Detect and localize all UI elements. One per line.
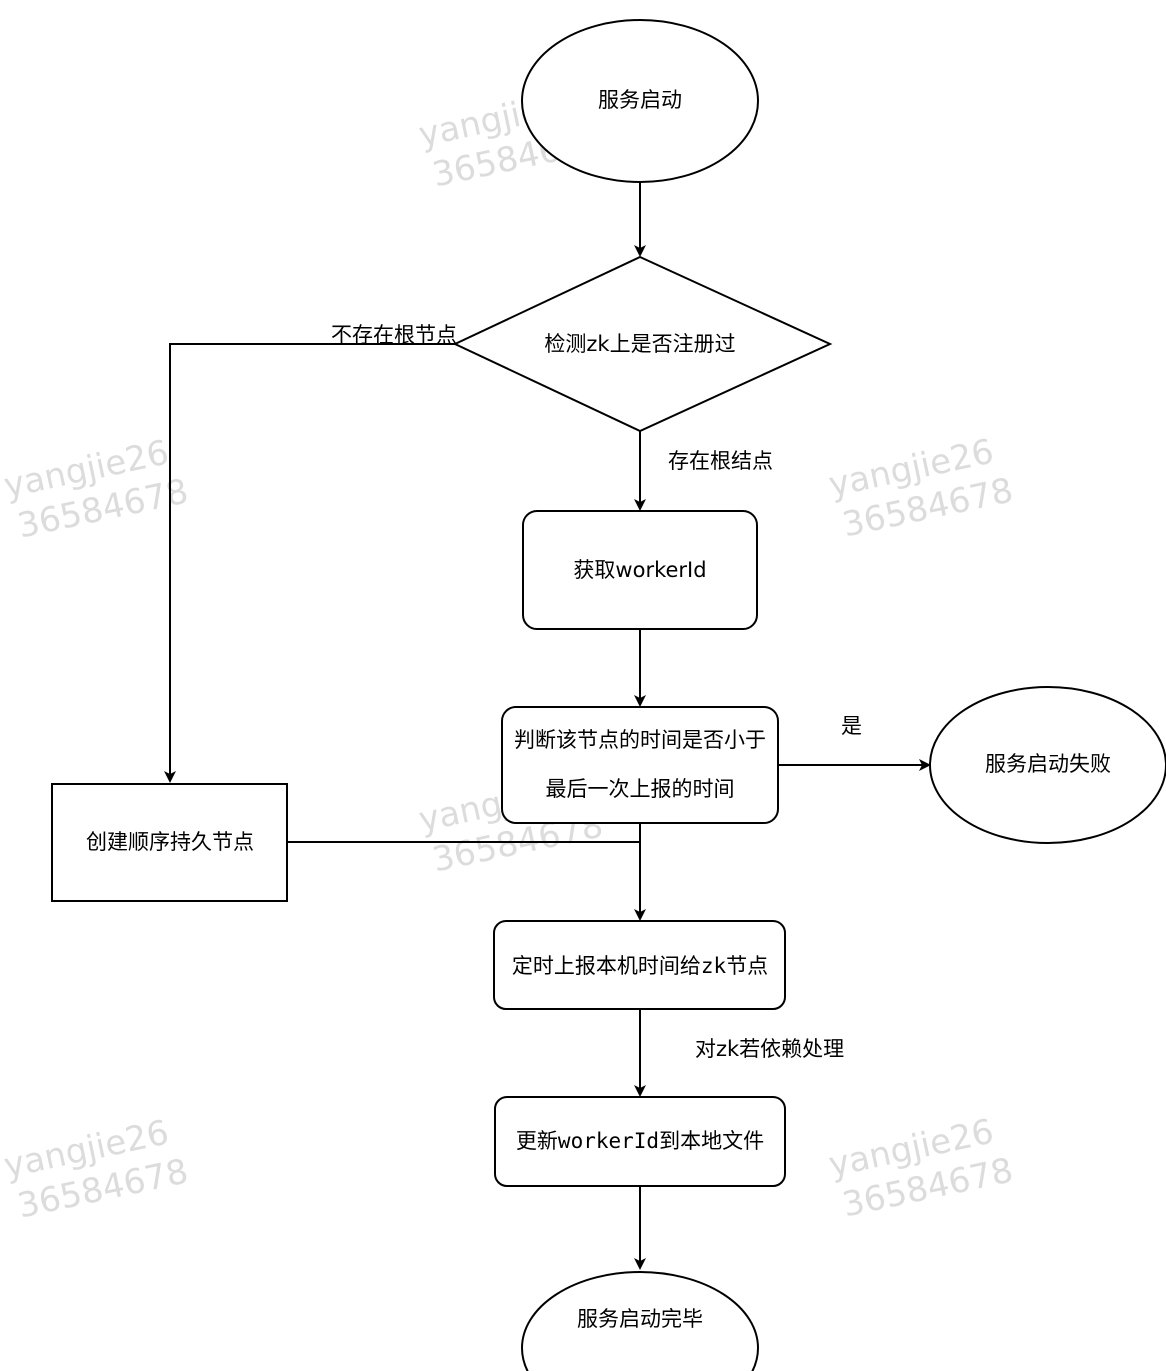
check-zk-decision — [452, 255, 833, 433]
edge-label-yes: 是 — [841, 714, 862, 738]
update-worker-id-process — [494, 1096, 786, 1187]
watermark: yangjie26 36584678 — [825, 1112, 1016, 1226]
watermark: yangjie26 36584678 — [825, 432, 1016, 546]
watermark: yangjie26 36584678 — [0, 433, 191, 547]
get-worker-id-label: 获取workerId — [573, 558, 706, 582]
report-time-label-zk: zk — [701, 954, 727, 978]
update-label-suffix: 到本地文件 — [659, 1129, 764, 1153]
get-worker-id-process — [522, 510, 758, 630]
edge-check-to-create — [164, 343, 455, 783]
start-failed-node — [929, 686, 1166, 844]
create-node-label: 创建顺序持久节点 — [86, 830, 254, 854]
report-time-label-prefix: 定时上报本机时间给 — [512, 954, 701, 978]
watermark: yangjie26 36584678 — [0, 1113, 191, 1227]
update-label-worker-id: workerId — [558, 1129, 659, 1153]
edge-label-root-exists: 存在根结点 — [668, 449, 773, 473]
update-worker-id-label: 更新workerId到本地文件 — [516, 1129, 764, 1153]
update-label-prefix: 更新 — [516, 1129, 558, 1153]
start-node — [521, 19, 759, 183]
start-label: 服务启动 — [598, 88, 682, 112]
report-time-label-suffix: 节点 — [726, 954, 768, 978]
create-node-process — [51, 783, 288, 902]
edge-label-root-missing: 不存在根节点 — [331, 323, 457, 347]
report-time-process — [493, 920, 786, 1010]
edge-label-zk-dependency: 对zk若依赖处理 — [695, 1037, 844, 1061]
end-label: 服务启动完毕 — [577, 1307, 703, 1331]
watermark-group: yangjie26 36584678 yangjie26 36584678 ya… — [0, 82, 1016, 1227]
compare-time-process — [501, 706, 779, 824]
compare-time-label-line1: 判断该节点的时间是否小于 — [514, 728, 766, 752]
compare-time-label-line2: 最后一次上报的时间 — [546, 777, 735, 801]
report-time-label: 定时上报本机时间给zk节点 — [512, 954, 768, 978]
end-node — [521, 1271, 759, 1371]
edges — [164, 182, 931, 1270]
start-failed-label: 服务启动失败 — [985, 752, 1111, 776]
check-zk-label: 检测zk上是否注册过 — [544, 332, 735, 356]
edge-labels: 不存在根节点 存在根结点 是 对zk若依赖处理 — [331, 323, 862, 1061]
node-labels: 服务启动 检测zk上是否注册过 获取workerId 判断该节点的时间是否小于 … — [86, 88, 1111, 1331]
nodes — [51, 19, 1166, 1371]
